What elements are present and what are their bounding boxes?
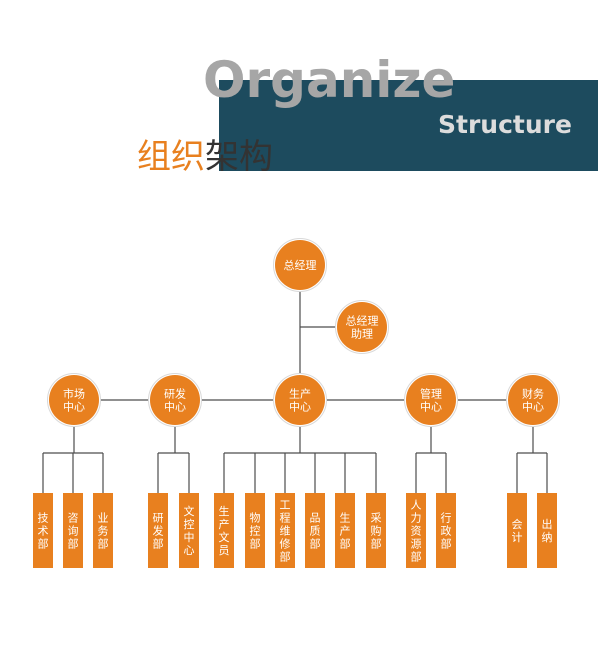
dept-rect-2-1 [245,493,265,568]
dept-rect-2-2 [275,493,295,568]
dept-label-0-2: 业务部 [98,512,109,551]
center-node-4-label: 财务中心 [522,387,544,414]
dept-rect-0-1 [63,493,83,568]
dept-rect-3-0 [406,493,426,568]
dept-label-2-5: 采购部 [371,512,382,551]
assistant-node: 总经理助理 [335,300,389,354]
center-node-4: 财务中心 [506,373,560,427]
dept-box: 品质部 [305,493,325,568]
center-node-0: 市场中心 [47,373,101,427]
center-node-1: 研发中心 [148,373,202,427]
center-node-1-label: 研发中心 [164,387,186,414]
root-node-label: 总经理 [284,258,317,272]
dept-box: 行政部 [436,493,456,568]
center-node-2-circle [275,375,325,425]
dept-rect-0-2 [93,493,113,568]
dept-box: 人力资源部 [406,493,426,568]
dept-label-0-1: 咨询部 [68,511,79,551]
dept-box: 出纳 [537,493,557,568]
dept-box: 会计 [507,493,527,568]
center-node-3: 管理中心 [404,373,458,427]
dept-box: 采购部 [366,493,386,568]
dept-label-1-0: 研发部 [153,512,164,551]
header-title-cn: 组织架构 [137,137,273,177]
center-node-4-circle [508,375,558,425]
dept-label-1-1: 文控中心 [184,504,195,557]
assistant-node-label: 总经理助理 [346,314,379,341]
dept-box: 物控部 [245,493,265,568]
dept-rect-2-0 [214,493,234,568]
center-node-3-label: 管理中心 [420,387,442,414]
center-node-3-circle [406,375,456,425]
dept-label-2-3: 品质部 [310,512,321,551]
dept-label-2-0: 生产文员 [219,504,230,557]
dept-rect-2-4 [335,493,355,568]
dept-box: 生产文员 [214,493,234,568]
dept-rect-2-3 [305,493,325,568]
dept-rect-3-1 [436,493,456,568]
dept-box: 工程维修部 [275,493,295,568]
dept-label-4-1: 出纳 [542,517,553,544]
header-banner [219,80,598,171]
dept-label-3-0: 人力资源部 [411,499,422,564]
header-title-cn-part1: 组织 [137,137,205,177]
center-node-1-circle [150,375,200,425]
dept-rect-4-0 [507,493,527,568]
dept-box: 研发部 [148,493,168,568]
header-subtitle-en: Structure [438,110,572,139]
dept-box: 文控中心 [179,493,199,568]
dept-label-0-0: 技术部 [38,512,49,551]
assistant-node-circle [337,302,387,352]
header-title-en: Organize [203,51,455,109]
dept-rect-1-0 [148,493,168,568]
dept-label-2-1: 物控部 [250,511,261,551]
dept-rect-1-1 [179,493,199,568]
dept-rect-0-0 [33,493,53,568]
dept-box: 业务部 [93,493,113,568]
center-node-2: 生产中心 [273,373,327,427]
dept-label-3-1: 行政部 [441,512,452,551]
dept-box: 咨询部 [63,493,83,568]
header-title-cn-part2: 架构 [205,137,273,177]
dept-rect-4-1 [537,493,557,568]
root-node-circle [275,240,325,290]
root-node: 总经理 [273,238,327,292]
dept-label-4-0: 会计 [512,518,523,544]
dept-box: 生产部 [335,493,355,568]
center-node-0-circle [49,375,99,425]
center-node-0-label: 市场中心 [63,387,85,414]
dept-box: 技术部 [33,493,53,568]
dept-label-2-2: 工程维修部 [280,499,291,564]
center-node-2-label: 生产中心 [289,387,311,414]
dept-rect-2-5 [366,493,386,568]
dept-label-2-4: 生产部 [340,511,351,551]
